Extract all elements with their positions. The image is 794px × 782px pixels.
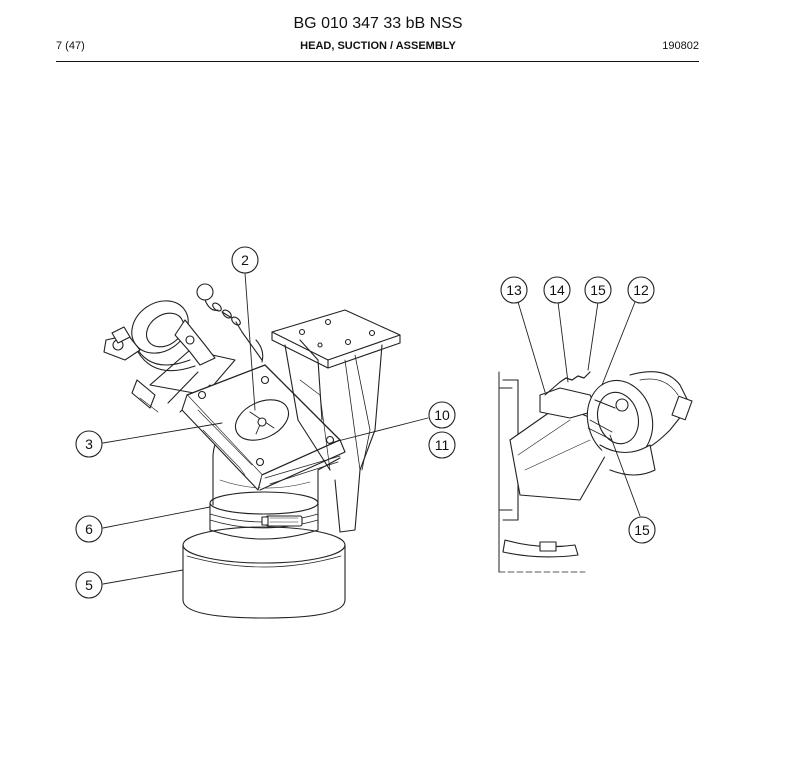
callout-6: 6 (75, 515, 103, 543)
callout-12: 12 (627, 276, 655, 304)
safety-chain (196, 283, 264, 363)
svg-text:15: 15 (634, 522, 650, 538)
svg-text:10: 10 (434, 407, 450, 423)
callout-15-top: 15 (584, 276, 612, 304)
svg-text:15: 15 (590, 282, 606, 298)
document-number: BG 010 347 33 bB NSS (293, 15, 463, 32)
mounting-bracket (271, 309, 401, 533)
page-number: 7 (47) (56, 40, 85, 52)
callout-15-bottom: 15 (628, 516, 656, 544)
leader-lines-right (517, 301, 641, 517)
callout-10: 10 (428, 401, 456, 429)
leader-lines-left (102, 272, 429, 585)
main-assembly-view (102, 272, 429, 619)
callout-3: 3 (75, 430, 103, 458)
hose-clamp (209, 491, 319, 540)
header-rule (56, 61, 699, 62)
svg-text:3: 3 (85, 436, 93, 452)
svg-text:14: 14 (549, 282, 565, 298)
callout-5: 5 (75, 571, 103, 599)
callout-11: 11 (428, 431, 456, 459)
camlock-coupling (103, 300, 216, 372)
cover-plate (181, 364, 346, 491)
svg-text:6: 6 (85, 521, 93, 537)
callout-14: 14 (543, 276, 571, 304)
callouts: 2 3 6 5 10 11 13 14 (75, 246, 656, 599)
section-title: HEAD, SUCTION / ASSEMBLY (300, 40, 456, 52)
svg-text:11: 11 (435, 437, 450, 453)
svg-text:5: 5 (85, 577, 93, 593)
date-code: 190802 (662, 40, 699, 52)
detail-view (498, 301, 693, 573)
callout-13: 13 (500, 276, 528, 304)
svg-text:12: 12 (633, 282, 649, 298)
svg-text:2: 2 (241, 252, 249, 268)
svg-text:13: 13 (506, 282, 522, 298)
callout-2: 2 (231, 246, 259, 274)
bottom-housing (182, 526, 346, 619)
